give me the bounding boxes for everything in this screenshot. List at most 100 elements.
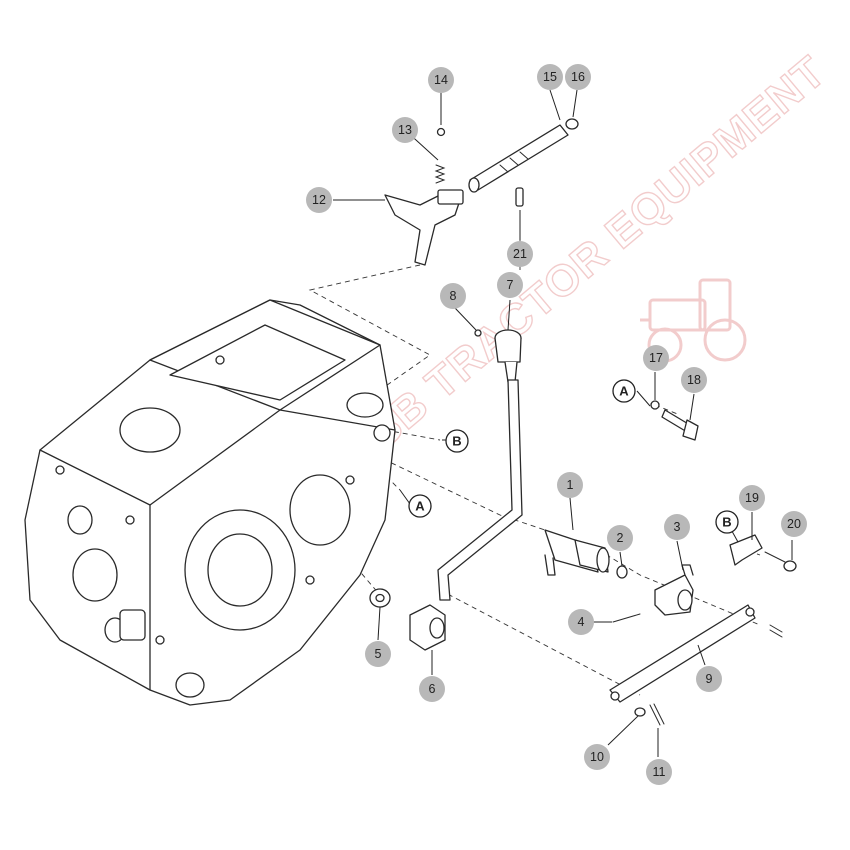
callout-number: 19 xyxy=(745,491,759,505)
reference-b-lower: B xyxy=(715,510,739,534)
callout-5: 5 xyxy=(365,641,391,667)
callout-number: 10 xyxy=(590,750,604,764)
callout-circle xyxy=(739,485,765,511)
callout-number: 5 xyxy=(375,647,382,661)
callout-number: 16 xyxy=(571,70,585,84)
watermark-text: SSB TRACTOR EQUIPMENT xyxy=(335,47,835,478)
callout-7: 7 xyxy=(497,272,523,298)
detent-ball xyxy=(436,127,446,137)
rod-nut xyxy=(565,118,579,130)
reference-a-upper: A xyxy=(612,379,636,403)
callout-circle xyxy=(607,525,633,551)
callout-number: 4 xyxy=(578,615,585,629)
shift-rod xyxy=(468,124,569,193)
callout-number: 12 xyxy=(312,193,326,207)
retainer-plate xyxy=(729,534,763,566)
callout-circle xyxy=(696,666,722,692)
callout-8: 8 xyxy=(440,283,466,309)
callout-12: 12 xyxy=(306,187,332,213)
lever-arm xyxy=(654,564,694,616)
callout-circle xyxy=(646,759,672,785)
callout-17: 17 xyxy=(643,345,669,371)
callout-10: 10 xyxy=(584,744,610,770)
callout-21: 21 xyxy=(507,241,533,267)
callout-number: 9 xyxy=(706,672,713,686)
reference-a-upper-label: A xyxy=(619,384,629,399)
callout-number: 6 xyxy=(429,682,436,696)
callout-circle xyxy=(664,514,690,540)
callout-number: 1 xyxy=(567,478,574,492)
washer xyxy=(369,588,391,608)
callout-circle xyxy=(392,117,418,143)
reference-a-lower: A xyxy=(408,494,432,518)
callout-11: 11 xyxy=(646,759,672,785)
plate-bolt xyxy=(764,551,797,572)
callout-number: 14 xyxy=(434,73,448,87)
callout-20: 20 xyxy=(781,511,807,537)
callout-number: 18 xyxy=(687,373,701,387)
cross-shaft xyxy=(544,529,610,576)
callout-number: 13 xyxy=(398,123,412,137)
lever-bushing xyxy=(409,604,446,651)
snap-ring xyxy=(616,565,628,579)
callout-circle xyxy=(557,472,583,498)
reference-b-upper: B xyxy=(445,429,469,453)
callout-circle xyxy=(781,511,807,537)
callout-circle xyxy=(440,283,466,309)
reference-a-lower-label: A xyxy=(415,499,425,514)
callout-16: 16 xyxy=(565,64,591,90)
callout-number: 17 xyxy=(649,351,663,365)
callout-number: 20 xyxy=(787,517,801,531)
shift-fork xyxy=(384,189,464,266)
callout-number: 3 xyxy=(674,520,681,534)
roll-pin xyxy=(515,187,524,207)
spring-pin xyxy=(612,613,641,623)
callout-6: 6 xyxy=(419,676,445,702)
callout-circle xyxy=(568,609,594,635)
callout-number: 7 xyxy=(507,278,514,292)
cotter-pin-right xyxy=(769,624,783,638)
callout-circle xyxy=(497,272,523,298)
callout-circle xyxy=(306,187,332,213)
small-washer xyxy=(634,707,646,717)
callout-circle xyxy=(365,641,391,667)
callout-1: 1 xyxy=(557,472,583,498)
set-screw xyxy=(474,329,482,337)
callout-number: 8 xyxy=(450,289,457,303)
callout-circle xyxy=(584,744,610,770)
tractor-icon xyxy=(640,278,747,363)
callout-13: 13 xyxy=(392,117,418,143)
detent-spring xyxy=(434,164,446,184)
callout-number: 21 xyxy=(513,247,527,261)
watermark: SSB TRACTOR EQUIPMENT xyxy=(334,46,836,478)
callout-number: 11 xyxy=(653,765,666,779)
shift-lever xyxy=(437,329,523,601)
reference-b-upper-label: B xyxy=(452,434,461,449)
callout-number: 2 xyxy=(617,531,624,545)
callout-9: 9 xyxy=(696,666,722,692)
callout-number: 15 xyxy=(543,70,557,84)
callout-circle xyxy=(565,64,591,90)
callout-circle xyxy=(537,64,563,90)
o-ring xyxy=(650,400,660,410)
link-rod xyxy=(609,604,756,703)
callout-15: 15 xyxy=(537,64,563,90)
callout-circle xyxy=(428,67,454,93)
bolt xyxy=(661,409,699,441)
callout-circle xyxy=(681,367,707,393)
callout-2: 2 xyxy=(607,525,633,551)
cotter-pin xyxy=(649,703,665,726)
reference-b-lower-label: B xyxy=(722,515,731,530)
callout-circle xyxy=(419,676,445,702)
callout-circle xyxy=(643,345,669,371)
transmission-housing xyxy=(24,299,396,706)
callout-19: 19 xyxy=(739,485,765,511)
callout-4: 4 xyxy=(568,609,594,635)
callout-18: 18 xyxy=(681,367,707,393)
callout-14: 14 xyxy=(428,67,454,93)
callout-circle xyxy=(507,241,533,267)
callout-3: 3 xyxy=(664,514,690,540)
